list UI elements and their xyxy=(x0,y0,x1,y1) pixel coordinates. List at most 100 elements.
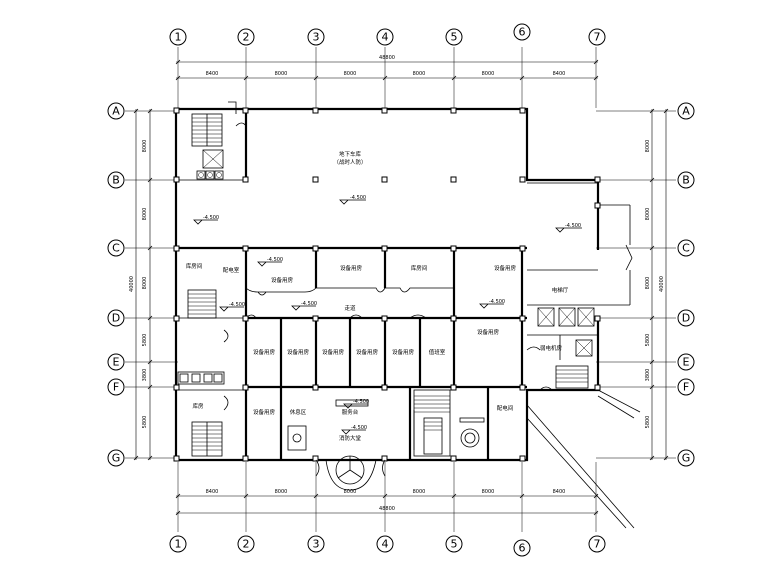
left-dim-2: 8000 xyxy=(142,208,148,221)
bottom-dim-2: 8000 xyxy=(275,489,288,495)
axis-bubble xyxy=(237,28,255,46)
bottom-dim-6: 8400 xyxy=(553,489,566,495)
axis-label: 3 xyxy=(313,31,320,44)
top-total-dim: 48800 xyxy=(379,55,395,61)
room-label: 设备用房 xyxy=(322,348,345,356)
room-label: 设备用房 xyxy=(392,348,415,356)
bottom-dim-3: 8000 xyxy=(344,489,357,495)
room-label: 设备用房 xyxy=(494,264,517,272)
top-dimensions: 48800 8400 8000 8000 8000 8000 8400 xyxy=(175,55,599,81)
axis-label: G xyxy=(682,452,691,465)
axis-label: E xyxy=(113,356,120,369)
axis-bubbles-bottom: 1 2 3 4 5 6 7 xyxy=(169,535,606,557)
axis-bubble xyxy=(107,239,125,257)
room-label: 库房间 xyxy=(186,262,203,270)
axis-label: E xyxy=(683,356,690,369)
axis-label: B xyxy=(112,174,120,187)
top-dim-2: 8000 xyxy=(275,71,288,77)
elevation-mark: -4.500 xyxy=(343,399,369,409)
left-dim-5: 3800 xyxy=(142,369,148,382)
axis-bubble xyxy=(307,28,325,46)
axis-bubble xyxy=(677,378,695,396)
room-label: 库房 xyxy=(192,402,204,410)
axis-label: 6 xyxy=(519,542,526,555)
stair-right xyxy=(526,307,595,391)
elevation-marks: -4.500 -4.500 -4.500 -4.500 -4.500 -4.50… xyxy=(193,195,582,435)
axis-label: 7 xyxy=(594,538,601,551)
axis-label: A xyxy=(112,105,120,118)
axis-label: 5 xyxy=(451,538,458,551)
left-dimensions: 8000 8000 8000 5800 3800 5800 40000 xyxy=(129,108,153,461)
elevation-mark: -4.500 xyxy=(479,299,505,309)
axis-bubble xyxy=(513,539,531,557)
axis-bubble xyxy=(445,28,463,46)
axis-label: 4 xyxy=(382,31,389,44)
axis-bubble xyxy=(107,102,125,120)
right-dim-2: 8000 xyxy=(645,208,651,221)
left-dim-1: 8000 xyxy=(142,140,148,153)
svg-text:-4.500: -4.500 xyxy=(350,195,366,201)
axis-label: 6 xyxy=(519,26,526,39)
axis-bubble xyxy=(677,239,695,257)
elevation-mark: -4.500 xyxy=(257,257,283,267)
axis-bubble xyxy=(376,535,394,553)
room-label: 设备用房 xyxy=(477,328,500,336)
room-label: 走道 xyxy=(344,304,356,312)
axis-label: 5 xyxy=(451,31,458,44)
axis-bubbles-left: A B C D E F G xyxy=(107,102,125,467)
axis-label: D xyxy=(682,312,690,325)
bottom-dim-1: 8400 xyxy=(206,489,219,495)
bottom-dimensions: 8400 8000 8000 8000 8000 8400 48800 xyxy=(175,489,599,516)
right-dim-6: 5800 xyxy=(645,416,651,429)
room-label: 库房间 xyxy=(411,264,428,272)
svg-text:-4.500: -4.500 xyxy=(301,301,317,307)
room-label: 设备用房 xyxy=(271,276,294,284)
elevation-mark: -4.500 xyxy=(219,302,245,312)
top-dim-5: 8000 xyxy=(482,71,495,77)
horizontal-axis-lines xyxy=(125,110,676,459)
room-label: 设备用房 xyxy=(253,408,276,416)
axis-bubble xyxy=(237,535,255,553)
axis-bubble xyxy=(677,171,695,189)
axis-bubble xyxy=(677,309,695,327)
bottom-total-dim: 48800 xyxy=(379,506,395,512)
axis-label: F xyxy=(113,381,119,394)
right-dim-4: 5800 xyxy=(645,334,651,347)
axis-label: 1 xyxy=(175,31,182,44)
right-dim-3: 8000 xyxy=(645,277,651,290)
right-dim-1: 8000 xyxy=(645,140,651,153)
right-dimensions: 8000 8000 8000 5800 3800 5800 40000 xyxy=(645,108,669,461)
axis-bubble xyxy=(169,28,187,46)
room-label: 设备用房 xyxy=(287,348,310,356)
axis-bubble xyxy=(677,449,695,467)
axis-bubble xyxy=(588,535,606,553)
elevation-mark: -4.500 xyxy=(291,301,317,311)
axis-bubble xyxy=(169,535,187,553)
room-label: 设备用房 xyxy=(253,348,276,356)
left-dim-3: 8000 xyxy=(142,277,148,290)
axis-bubbles-right: A B C D E F G xyxy=(677,102,695,467)
axis-bubble xyxy=(513,23,531,41)
svg-text:-4.500: -4.500 xyxy=(203,215,219,221)
room-label: 配电室 xyxy=(223,266,240,274)
top-dim-6: 8400 xyxy=(553,71,566,77)
lobby-furniture xyxy=(287,399,485,451)
axis-bubble xyxy=(107,378,125,396)
left-total-dim: 40000 xyxy=(129,276,135,292)
axis-bubble xyxy=(307,535,325,553)
axis-bubble xyxy=(107,449,125,467)
axis-label: 1 xyxy=(175,538,182,551)
axis-bubble xyxy=(107,309,125,327)
corridor-arches xyxy=(245,287,454,319)
revolving-door-entrance xyxy=(315,455,386,491)
svg-text:-4.500: -4.500 xyxy=(229,302,245,308)
room-label: 服务台 xyxy=(342,408,359,416)
axis-label: C xyxy=(112,242,120,255)
axis-label: 2 xyxy=(243,538,250,551)
structural-columns xyxy=(173,107,601,462)
axis-bubble xyxy=(445,535,463,553)
axis-bubbles-top: 1 2 3 4 5 6 7 xyxy=(169,23,606,46)
axis-label: 4 xyxy=(382,538,389,551)
elevation-mark: -4.500 xyxy=(341,425,367,435)
